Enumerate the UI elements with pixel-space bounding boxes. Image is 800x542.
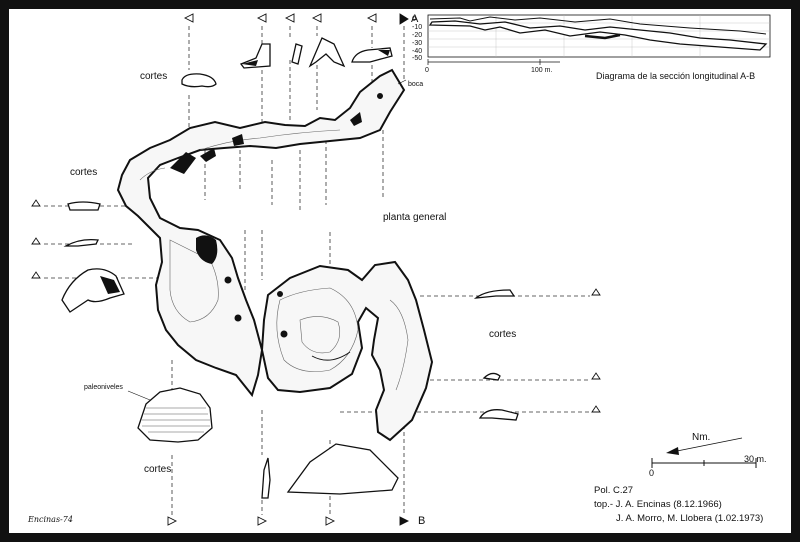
boca-label: boca — [408, 81, 424, 88]
credit-line-3: J. A. Morro, M. Llobera (1.02.1973) — [616, 513, 764, 524]
cross-section-fill — [100, 50, 390, 294]
point-b-label: B — [418, 515, 426, 527]
boca-leader — [397, 79, 407, 85]
profile-title: Diagrama de la sección longitudinal A-B — [596, 71, 756, 81]
paleoniveles-label: paleoniveles — [84, 384, 123, 391]
point-a-label: A — [411, 13, 419, 25]
cortes-label-top: cortes — [140, 71, 168, 82]
planta-general-label: planta general — [383, 212, 447, 223]
cortes-label-left: cortes — [70, 167, 98, 178]
scale-start: 0 — [649, 468, 655, 478]
profile-distance-mark: 100 m. — [531, 67, 553, 74]
depth-tick-3: -30 — [412, 40, 423, 47]
cortes-label-right: cortes — [489, 329, 517, 340]
cross-sections — [61, 37, 519, 499]
depth-tick-4: -40 — [412, 48, 423, 55]
section-markers-bottom — [167, 516, 410, 526]
scale-end: 30 m. — [744, 454, 767, 464]
profile-diagram — [427, 14, 771, 65]
section-markers-side — [31, 199, 601, 413]
depth-tick-5: -50 — [412, 55, 423, 62]
section-markers-top — [183, 13, 409, 25]
north-label: Nm. — [692, 432, 711, 443]
cortes-label-bottom: cortes — [144, 464, 172, 475]
north-arrow — [666, 437, 743, 455]
cave-plan — [116, 68, 434, 442]
credit-line-2: top.- J. A. Encinas (8.12.1966) — [594, 499, 722, 510]
depth-tick-0: 0 — [412, 16, 416, 23]
author-signature: Encinas-74 — [28, 515, 73, 524]
depth-tick-1: -10 — [412, 24, 423, 31]
paleoniveles-leader — [127, 390, 151, 401]
cross-section-hatching — [142, 407, 210, 433]
depth-tick-2: -20 — [412, 32, 423, 39]
scale-bar — [651, 458, 757, 468]
credit-line-1: Pol. C.27 — [594, 485, 634, 496]
profile-distance-start: 0 — [425, 67, 429, 74]
